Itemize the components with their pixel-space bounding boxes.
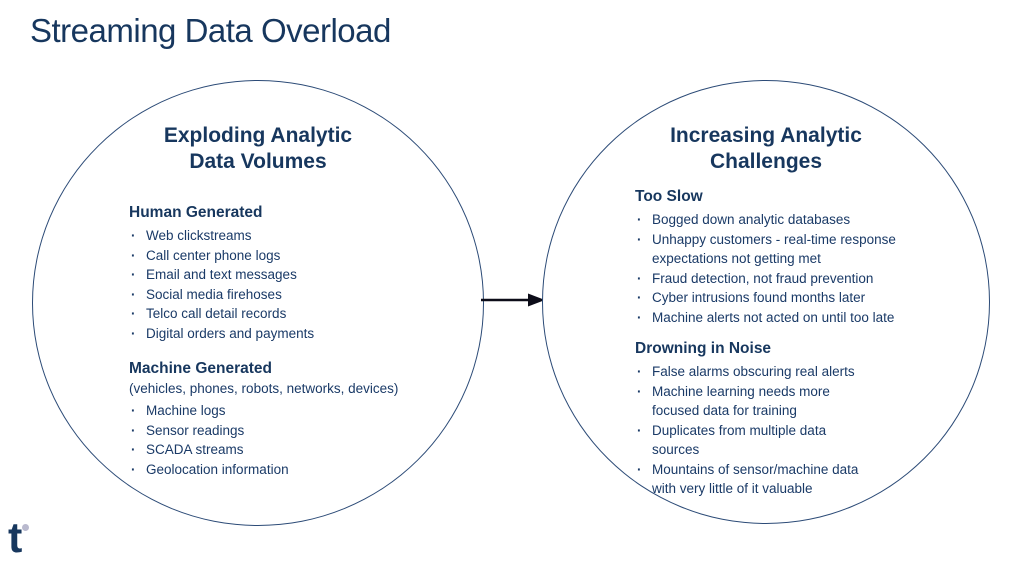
bullet-item: False alarms obscuring real alerts xyxy=(635,362,943,382)
bullet-item: Duplicates from multiple data sources xyxy=(635,421,943,460)
flow-arrow xyxy=(480,291,546,309)
bullet-icon xyxy=(129,246,146,266)
bullet-item: Web clickstreams xyxy=(129,226,411,246)
bullet-list-human-generated: Web clickstreams Call center phone logs … xyxy=(129,226,411,343)
bullet-text: Mountains of sensor/machine data with ve… xyxy=(652,461,859,497)
bullet-text: Web clickstreams xyxy=(146,228,252,243)
page-title: Streaming Data Overload xyxy=(30,12,391,49)
bullet-text: Sensor readings xyxy=(146,422,245,438)
bullet-item: Bogged down analytic databases xyxy=(635,210,943,230)
section-heading-too-slow: Too Slow xyxy=(635,188,703,205)
bullet-item: Cyber intrusions found months later xyxy=(635,288,943,308)
bullet-icon xyxy=(129,421,146,441)
teradata-logo: t xyxy=(8,514,48,566)
bullet-text: Fraud detection, not fraud prevention xyxy=(652,270,874,286)
bullet-text: Call center phone logs xyxy=(146,247,281,263)
bullet-icon xyxy=(129,460,146,480)
left-circle-content: Human Generated Web clickstreams Call ce… xyxy=(129,203,411,479)
bullet-item: Mountains of sensor/machine data with ve… xyxy=(635,460,943,499)
bullet-item: Telco call detail records xyxy=(129,304,411,324)
bullet-icon xyxy=(635,382,652,402)
logo-letter: t xyxy=(8,514,23,562)
bullet-icon xyxy=(129,285,146,305)
bullet-list-machine-generated: Machine logs Sensor readings SCADA strea… xyxy=(129,401,411,479)
right-circle-title: Increasing Analytic Challenges xyxy=(670,124,862,173)
bullet-icon xyxy=(129,440,146,460)
bullet-item: Geolocation information xyxy=(129,460,411,480)
bullet-text: Digital orders and payments xyxy=(146,325,315,341)
section-heading-machine-generated: Machine Generated xyxy=(129,360,272,377)
right-circle-content: Too Slow Bogged down analytic databases … xyxy=(635,187,943,499)
bullet-icon xyxy=(635,288,652,308)
bullet-icon xyxy=(635,362,652,382)
left-circle: Exploding Analytic Data Volumes Human Ge… xyxy=(32,80,484,526)
bullet-text: Machine alerts not acted on until too la… xyxy=(652,309,895,325)
bullet-icon xyxy=(635,269,652,289)
section-heading-human-generated: Human Generated xyxy=(129,204,263,221)
bullet-icon xyxy=(635,460,652,480)
bullet-icon xyxy=(129,324,146,344)
bullet-item: Fraud detection, not fraud prevention xyxy=(635,269,943,289)
bullet-text: Duplicates from multiple data sources xyxy=(652,422,827,458)
bullet-icon xyxy=(129,401,146,421)
bullet-icon xyxy=(635,230,652,250)
bullet-item: Machine alerts not acted on until too la… xyxy=(635,308,943,328)
bullet-text: Unhappy customers - real-time response e… xyxy=(652,231,896,267)
bullet-text: SCADA streams xyxy=(146,442,244,457)
machine-generated-note: (vehicles, phones, robots, networks, dev… xyxy=(129,381,399,396)
logo-dot-icon xyxy=(22,524,29,531)
left-circle-title: Exploding Analytic Data Volumes xyxy=(163,124,353,173)
bullet-item: Social media firehoses xyxy=(129,285,411,305)
bullet-item: Sensor readings xyxy=(129,421,411,441)
bullet-text: Machine logs xyxy=(146,403,226,418)
right-circle: Increasing Analytic Challenges Too Slow … xyxy=(542,80,990,524)
bullet-list-drowning-in-noise: False alarms obscuring real alerts Machi… xyxy=(635,362,943,499)
bullet-text: Telco call detail records xyxy=(146,306,287,321)
bullet-list-too-slow: Bogged down analytic databases Unhappy c… xyxy=(635,210,943,327)
bullet-text: Bogged down analytic databases xyxy=(652,212,851,227)
bullet-text: False alarms obscuring real alerts xyxy=(652,364,855,379)
bullet-icon xyxy=(129,304,146,324)
bullet-text: Cyber intrusions found months later xyxy=(652,290,866,305)
bullet-item: SCADA streams xyxy=(129,440,411,460)
bullet-item: Unhappy customers - real-time response e… xyxy=(635,230,943,269)
bullet-item: Call center phone logs xyxy=(129,246,411,266)
bullet-item: Machine logs xyxy=(129,401,411,421)
bullet-item: Digital orders and payments xyxy=(129,324,411,344)
bullet-icon xyxy=(635,210,652,230)
bullet-item: Email and text messages xyxy=(129,265,411,285)
bullet-text: Machine learning needs more focused data… xyxy=(652,383,830,419)
bullet-icon xyxy=(129,226,146,246)
bullet-icon xyxy=(129,265,146,285)
section-heading-drowning-in-noise: Drowning in Noise xyxy=(635,340,772,357)
bullet-text: Email and text messages xyxy=(146,267,297,282)
bullet-icon xyxy=(635,308,652,328)
bullet-item: Machine learning needs more focused data… xyxy=(635,382,943,421)
bullet-text: Social media firehoses xyxy=(146,286,282,302)
right-arrow-icon xyxy=(481,293,545,307)
bullet-icon xyxy=(635,421,652,441)
bullet-text: Geolocation information xyxy=(146,461,289,477)
